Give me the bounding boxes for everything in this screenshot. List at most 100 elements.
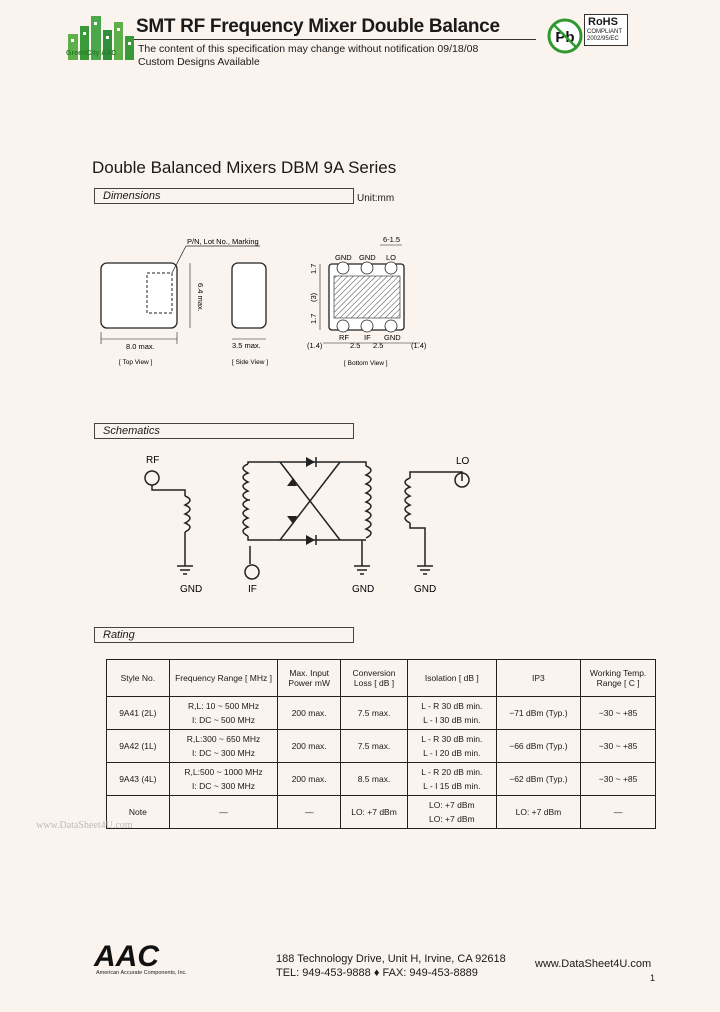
cell-temp: −30 ~ +85 — [580, 696, 656, 730]
cell-loss: 7.5 max. — [340, 729, 408, 763]
freq-line-2: I: DC ~ 500 MHz — [191, 715, 256, 725]
rohs-badge: RoHS COMPLIANT 2002/95/EC — [584, 14, 628, 46]
website-link[interactable]: www.DataSheet4U.com — [535, 958, 652, 970]
pin-bottom-2: IF — [364, 333, 371, 342]
section-schematics: Schematics — [94, 423, 354, 439]
aac-subtitle: American Accurate Components, Inc. — [96, 970, 187, 976]
section-dimensions: Dimensions — [94, 188, 354, 204]
cell-power: 200 max. — [277, 762, 342, 796]
notice-line-2: Custom Designs Available — [138, 56, 260, 68]
iso-line-2: LO: +7 dBm — [428, 814, 475, 824]
cell-ip3: −66 dBm (Typ.) — [495, 729, 582, 763]
freq-line-2: I: DC ~ 300 MHz — [191, 781, 256, 791]
freq-line-2: I: DC ~ 300 MHz — [191, 748, 256, 758]
rf-terminal — [144, 470, 160, 486]
cell-temp: −30 ~ +85 — [580, 762, 656, 796]
lo-label: LO — [456, 456, 470, 467]
rf-label: RF — [146, 455, 159, 466]
cell-ip3: −71 dBm (Typ.) — [495, 696, 582, 730]
side-view-body — [231, 262, 267, 329]
cell-style: 9A43 (4L) — [106, 762, 170, 796]
gnd-label-2: GND — [352, 584, 374, 595]
cell-isolation: L - R 30 dB min.L - I 30 dB min. — [406, 696, 497, 730]
address-block: 188 Technology Drive, Unit H, Irvine, CA… — [276, 952, 506, 980]
header-isolation: Isolation [ dB ] — [406, 659, 497, 697]
section-rating: Rating — [94, 627, 354, 643]
notice: The content of this specification may ch… — [138, 43, 478, 69]
dim-25-left: 2.5 — [350, 341, 360, 350]
iso-line-1: L - R 20 dB min. — [421, 767, 483, 777]
aac-logo: AAC — [93, 940, 160, 972]
header-power: Max. Input Power mW — [277, 659, 342, 697]
cell-temp: — — [580, 795, 656, 829]
table-header-row: Style No. Frequency Range [ MHz ] Max. I… — [106, 659, 656, 697]
gnd-label-1: GND — [180, 584, 202, 595]
header-frequency: Frequency Range [ MHz ] — [168, 659, 279, 697]
lead-free-icon: Pb — [547, 18, 583, 54]
cell-frequency: R,L:500 ~ 1000 MHz I: DC ~ 300 MHz — [168, 762, 279, 796]
iso-line-2: L - I 20 dB min. — [423, 748, 481, 758]
dim-17-bottom: 1.7 — [309, 314, 318, 324]
header-loss: Conversion Loss [ dB ] — [340, 659, 408, 697]
if-terminal — [244, 564, 260, 580]
cell-style: 9A42 (1L) — [106, 729, 170, 763]
width-label: 8.0 max. — [126, 342, 155, 351]
rohs-line-1: COMPLIANT — [587, 29, 623, 35]
cell-loss: LO: +7 dBm — [340, 795, 408, 829]
phone-line: TEL: 949-453-9888 ♦ FAX: 949-453-8889 — [276, 967, 478, 979]
pin-bottom-3: GND — [384, 333, 401, 342]
cell-temp: −30 ~ +85 — [580, 729, 656, 763]
side-depth-label: 3.5 max. — [232, 341, 261, 350]
cell-power: 200 max. — [277, 696, 342, 730]
header-style: Style No. — [106, 659, 170, 697]
freq-line-1: R,L:500 ~ 1000 MHz — [184, 767, 263, 777]
watermark: www.DataSheet4U.com — [36, 820, 133, 831]
schematic-diagram: RF LO GND IF GND GND — [144, 455, 470, 595]
header-ip3: IP3 — [495, 659, 582, 697]
pin-top-2: GND — [359, 253, 376, 262]
header-temp: Working Temp. Range [ C ] — [580, 659, 656, 697]
cell-style: 9A41 (2L) — [106, 696, 170, 730]
diode-bottom — [306, 535, 315, 545]
marking-label: P/N, Lot No., Marking — [187, 237, 259, 246]
logo-text: GreenCity AAC — [66, 50, 117, 57]
page-title: SMT RF Frequency Mixer Double Balance — [136, 16, 500, 37]
iso-line-1: L - R 30 dB min. — [421, 734, 483, 744]
top-view-body — [100, 262, 178, 329]
dim-25-right: 2.5 — [373, 341, 383, 350]
diode-diag-2 — [287, 516, 297, 524]
bottom-view-caption: [ Bottom View ] — [344, 360, 388, 367]
iso-line-1: LO: +7 dBm — [428, 800, 475, 810]
cell-frequency: — — [168, 795, 279, 829]
cell-frequency: R,L:300 ~ 650 MHz I: DC ~ 300 MHz — [168, 729, 279, 763]
dim-14-right: (1.4) — [411, 341, 427, 350]
table-row: 9A42 (1L) R,L:300 ~ 650 MHz I: DC ~ 300 M… — [106, 729, 656, 763]
freq-line-1: R,L:300 ~ 650 MHz — [186, 734, 261, 744]
pin-top-3: LO — [386, 253, 396, 262]
gnd-label-3: GND — [414, 584, 436, 595]
notice-line-1: The content of this specification may ch… — [138, 43, 479, 55]
dim-3: (3) — [309, 292, 318, 302]
rating-table: Style No. Frequency Range [ MHz ] Max. I… — [106, 659, 656, 829]
ground-pad — [333, 275, 401, 319]
rohs-details: COMPLIANT 2002/95/EC — [587, 29, 622, 43]
cell-power: — — [277, 795, 342, 829]
diode-diag-1 — [287, 478, 297, 486]
table-row: 9A43 (4L) R,L:500 ~ 1000 MHz I: DC ~ 300 … — [106, 762, 656, 796]
cell-loss: 7.5 max. — [340, 696, 408, 730]
lo-terminal — [454, 472, 470, 488]
if-label: IF — [248, 584, 257, 595]
page-number: 1 — [650, 973, 656, 983]
title-divider — [134, 39, 536, 40]
cell-power: 200 max. — [277, 729, 342, 763]
cell-ip3: LO: +7 dBm — [495, 795, 582, 829]
pitch-label: 6-1.5 — [383, 235, 400, 244]
iso-line-2: L - I 30 dB min. — [423, 715, 481, 725]
cell-loss: 8.5 max. — [340, 762, 408, 796]
cell-ip3: −62 dBm (Typ.) — [495, 762, 582, 796]
cell-isolation: L - R 20 dB min.L - I 15 dB min. — [406, 762, 497, 796]
